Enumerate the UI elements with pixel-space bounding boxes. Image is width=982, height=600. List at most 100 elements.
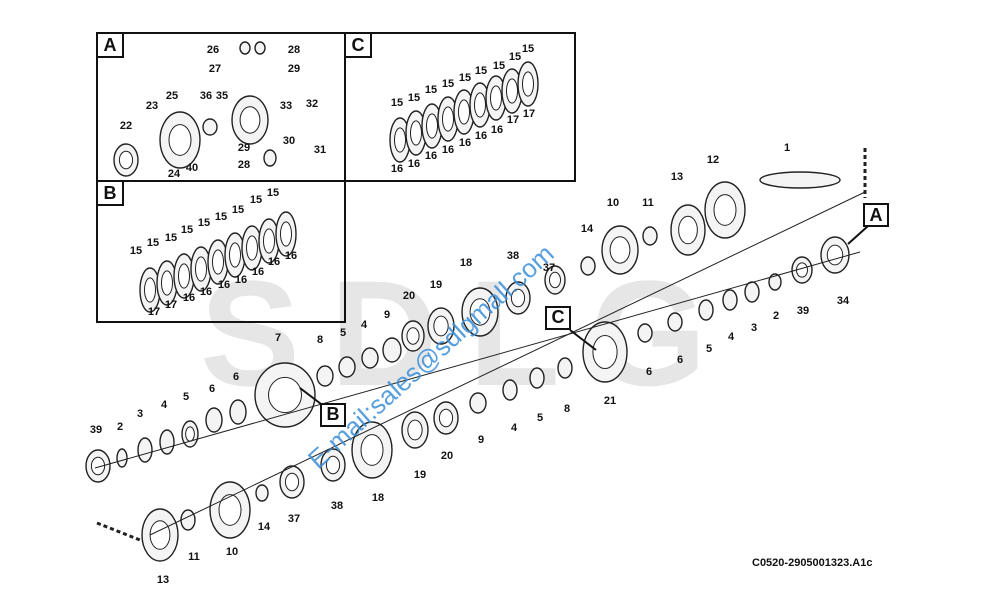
part-label: 17 (165, 299, 177, 311)
part-label: 16 (235, 274, 247, 286)
panel-b (96, 180, 346, 323)
callout-c-box[interactable] (545, 306, 571, 330)
part-bore (458, 99, 470, 125)
drawing-code: C0520-2905001323.A1c (752, 557, 873, 569)
part-bore (678, 215, 698, 245)
part-ring (722, 289, 738, 311)
part-label: 9 (478, 434, 484, 446)
panel-b-letter: B (104, 183, 117, 203)
part-label: 6 (677, 354, 683, 366)
part-bore (360, 434, 384, 466)
part-bore (195, 256, 207, 282)
part-label: 28 (288, 44, 300, 56)
part-bore (239, 106, 261, 134)
part-ring (116, 448, 128, 468)
part-bore (609, 236, 631, 264)
part-ring (361, 347, 379, 369)
part-label: 22 (120, 120, 132, 132)
part-bore (490, 85, 502, 111)
part-label: 18 (372, 492, 384, 504)
part-bore (510, 288, 526, 308)
part-bore (442, 106, 454, 132)
part-bore (474, 92, 486, 118)
part-ring (768, 273, 782, 291)
part-label: 4 (511, 422, 518, 434)
part-ring (254, 41, 266, 55)
part-bore (469, 298, 491, 326)
continuation-dash-bottom (96, 521, 141, 542)
part-label: 12 (707, 154, 719, 166)
part-bore (263, 228, 275, 254)
part-ring (580, 256, 596, 276)
part-bore (185, 426, 195, 442)
part-label: 16 (408, 158, 420, 170)
panel-b-tag (96, 180, 124, 206)
part-label: 16 (491, 124, 503, 136)
part-label: 30 (283, 135, 295, 147)
part-label: 15 (215, 211, 227, 223)
part-label: 31 (314, 144, 326, 156)
part-label: 26 (207, 44, 219, 56)
part-label: 15 (509, 51, 521, 63)
part-ring (529, 367, 545, 389)
part-label: 2 (117, 421, 123, 433)
part-label: 16 (285, 250, 297, 262)
part-label: 15 (181, 224, 193, 236)
parts-layer (85, 41, 850, 562)
part-bore (426, 113, 438, 139)
part-label: 16 (459, 137, 471, 149)
part-label: 40 (186, 162, 198, 174)
part-label: 16 (183, 292, 195, 304)
part-label: 15 (408, 92, 420, 104)
part-bore (284, 472, 300, 492)
part-label: 15 (232, 204, 244, 216)
part-bore (268, 376, 302, 414)
part-label: 3 (751, 322, 757, 334)
part-label: 16 (218, 279, 230, 291)
part-label: 33 (280, 100, 292, 112)
callout-a-box[interactable] (863, 203, 889, 227)
part-label: 15 (493, 60, 505, 72)
part-bore (506, 78, 518, 104)
part-label: 37 (543, 262, 555, 274)
part-label: 15 (425, 84, 437, 96)
part-bore (406, 327, 420, 345)
part-ring (338, 356, 356, 378)
part-bore (161, 270, 173, 296)
part-bore (410, 120, 422, 146)
part-label: 24 (168, 168, 181, 180)
part-label: 8 (564, 403, 570, 415)
part-label: 39 (797, 305, 809, 317)
part-label: 16 (442, 144, 454, 156)
part-ring (642, 226, 658, 246)
part-label: 15 (475, 65, 487, 77)
part-ring (255, 484, 269, 502)
part-ring (316, 365, 334, 387)
part-label: 4 (361, 319, 368, 331)
part-bore (218, 494, 242, 526)
part-label: 5 (537, 412, 543, 424)
part-label: 29 (238, 142, 250, 154)
part-label: 16 (475, 130, 487, 142)
part-label: 39 (90, 424, 102, 436)
part-label: 15 (250, 194, 262, 206)
part-label: 13 (157, 574, 169, 586)
part-label: 27 (209, 63, 221, 75)
part-label: 21 (604, 395, 616, 407)
part-ring (502, 379, 518, 401)
part-label: 7 (275, 332, 281, 344)
callout-c-letter: C (552, 307, 565, 327)
part-label: 10 (607, 197, 619, 209)
callout-b-box[interactable] (320, 403, 346, 427)
part-bore (394, 127, 406, 153)
part-bore (212, 249, 224, 275)
part-shaft-1 (759, 171, 841, 189)
part-ring (180, 509, 196, 531)
panel-c-tag (344, 32, 372, 58)
part-label: 5 (183, 391, 189, 403)
part-ring (744, 281, 760, 303)
part-label: 28 (238, 159, 250, 171)
part-label: 20 (441, 450, 453, 462)
